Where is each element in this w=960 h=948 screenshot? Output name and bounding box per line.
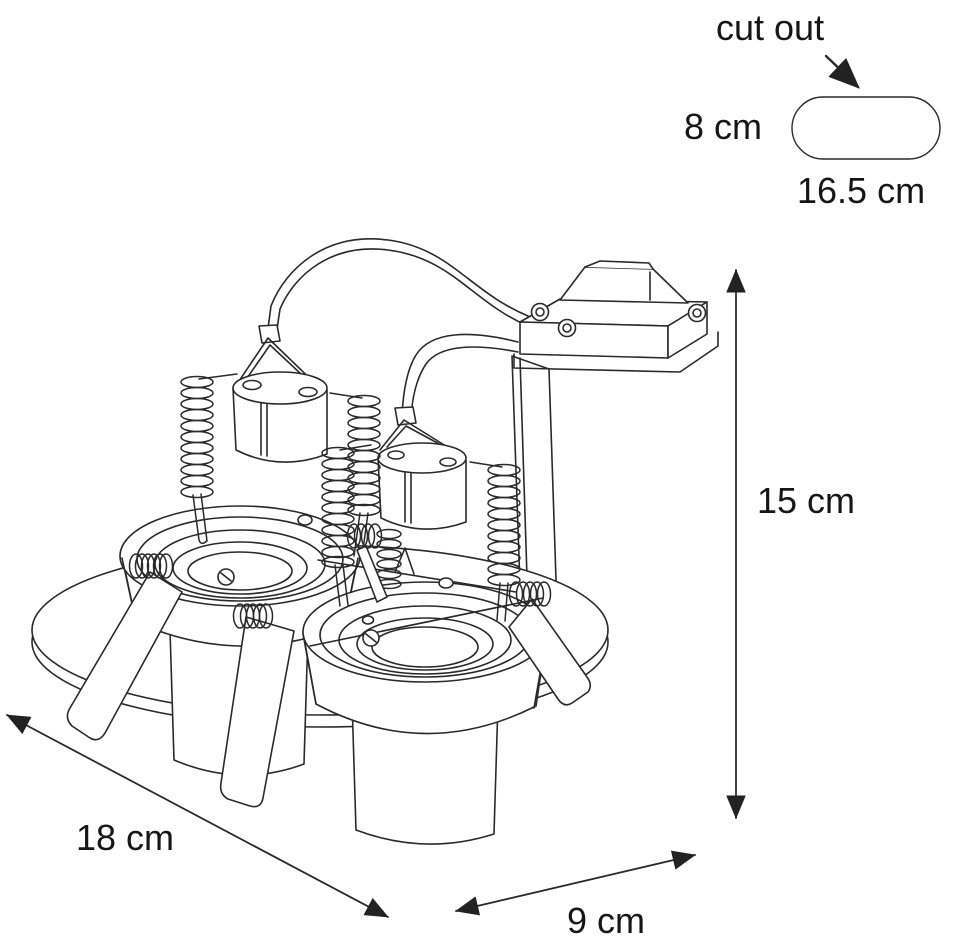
cutout-height-label: 8 cm: [684, 106, 763, 147]
supply-cables: [266, 238, 529, 419]
retention-clips: [66, 523, 592, 808]
depth-dimension-label: 9 cm: [567, 900, 646, 941]
cutout-label: cut out: [716, 7, 825, 48]
cutout-arrow: [824, 54, 860, 89]
recessed-can-right: [302, 547, 548, 845]
hanger-wire: [309, 597, 544, 647]
length-dimension-label: 18 cm: [76, 817, 175, 858]
length-dimension-arrow: [6, 714, 389, 918]
lamp-holder-left: [232, 324, 328, 463]
suspension-springs: [180, 373, 521, 622]
hanger-wire: [394, 547, 415, 575]
depth-dimension-arrow: [455, 850, 696, 916]
cutout-width-label: 16.5 cm: [797, 170, 926, 211]
height-dimension-label: 15 cm: [757, 480, 856, 521]
rim-screw-holes: [217, 514, 454, 647]
cutout-shape: [791, 96, 941, 160]
lamp-holder-right: [377, 406, 467, 530]
junction-box-screws: [530, 302, 707, 338]
junction-box: [513, 260, 719, 373]
